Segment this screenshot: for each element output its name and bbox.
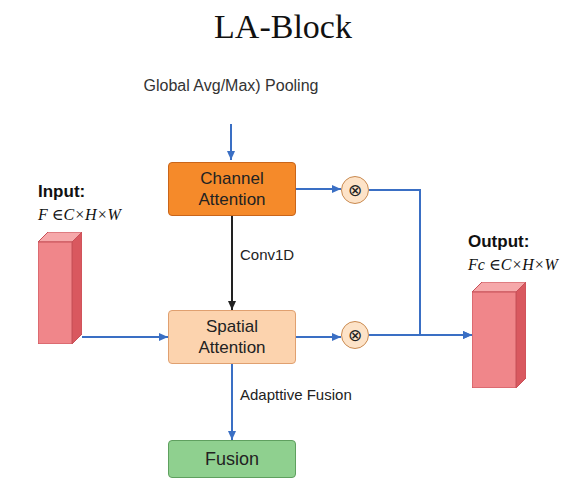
input-tensor: Input:F ∈C×H×W xyxy=(38,232,82,344)
tensor-heading: Output: xyxy=(468,230,558,254)
connector xyxy=(231,364,233,440)
multiply-symbol: ⊗ xyxy=(341,176,369,204)
box-label: Channel Attention xyxy=(177,168,287,210)
tensor-shape: Fc ∈C×H×W xyxy=(468,254,558,276)
tensor-labels: Output:Fc ∈C×H×W xyxy=(468,230,558,276)
connector xyxy=(369,190,472,335)
multiply-sign: ⊗ xyxy=(348,327,362,344)
output-tensor: Output:Fc ∈C×H×W xyxy=(472,282,526,388)
connector xyxy=(296,188,341,190)
box-label: Fusion xyxy=(205,449,259,470)
edge-label: Conv1D xyxy=(240,246,294,263)
connector xyxy=(369,334,472,336)
connector xyxy=(82,336,168,338)
spatial-attention-box: Spatial Attention xyxy=(168,310,296,364)
channel-attention-box: Channel Attention xyxy=(168,162,296,216)
fusion-box: Fusion xyxy=(168,440,296,478)
diagram-title: LA-Block xyxy=(0,8,566,46)
connector xyxy=(296,336,341,338)
box-label: Spatial Attention xyxy=(177,316,287,358)
multiply-symbol: ⊗ xyxy=(341,321,369,349)
tensor-slab xyxy=(38,232,82,344)
slab-front xyxy=(38,242,72,344)
slab-side xyxy=(516,282,526,388)
slab-front xyxy=(472,292,516,388)
pooling-label: Global Avg/Max) Pooling xyxy=(131,74,331,98)
slab-side xyxy=(72,232,82,344)
pooling-arrow xyxy=(230,124,232,160)
tensor-slab xyxy=(472,282,526,388)
tensor-labels: Input:F ∈C×H×W xyxy=(38,180,121,226)
tensor-shape: F ∈C×H×W xyxy=(38,204,121,226)
edge-label: Adapttive Fusion xyxy=(240,386,352,403)
multiply-sign: ⊗ xyxy=(348,182,362,199)
connector xyxy=(231,216,233,310)
tensor-heading: Input: xyxy=(38,180,121,204)
